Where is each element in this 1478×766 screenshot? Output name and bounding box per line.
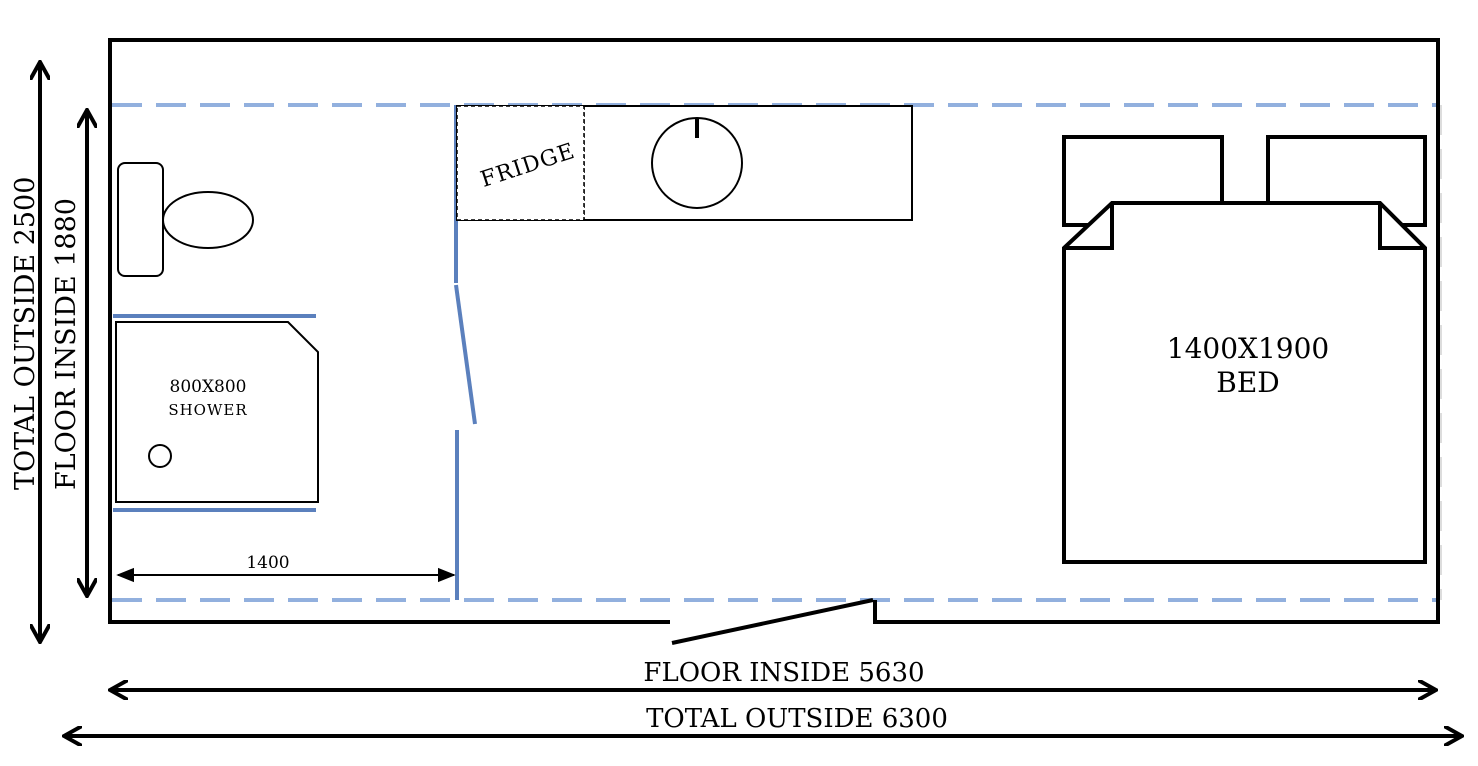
- shower-label: SHOWER: [168, 401, 247, 419]
- outer-walls: [108, 38, 1440, 624]
- bed-label: BED: [1216, 366, 1279, 399]
- shower-drain-icon: [148, 444, 172, 468]
- toilet: [117, 162, 254, 277]
- bathroom-width-label: 1400: [246, 553, 289, 573]
- shower-size-label: 800X800: [170, 377, 247, 397]
- total-outside-height-label: TOTAL OUTSIDE 2500: [10, 177, 41, 490]
- bed: 1400X1900 BED: [1062, 135, 1427, 564]
- kitchen-counter: FRIDGE: [456, 105, 913, 221]
- floor-inside-height-label: FLOOR INSIDE 1880: [51, 198, 82, 490]
- total-outside-width-label: TOTAL OUTSIDE 6300: [646, 704, 948, 734]
- entry-door: [671, 598, 874, 645]
- bathroom-door: [454, 284, 477, 425]
- shower: 800X800 SHOWER: [113, 314, 319, 512]
- floor-inside-width-label: FLOOR INSIDE 5630: [643, 658, 924, 688]
- sink: [651, 117, 743, 209]
- bed-size-label: 1400X1900: [1167, 332, 1329, 365]
